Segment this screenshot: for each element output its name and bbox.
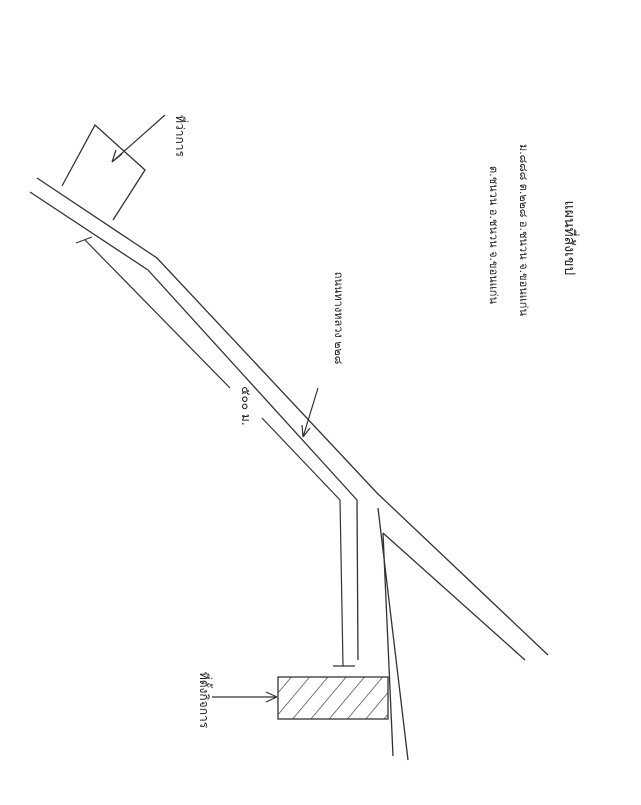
main-road-edge-upper: [36, 177, 549, 656]
main-road-edge-lower: [29, 191, 358, 501]
distance-label: ๕๐๐ ม.: [239, 386, 253, 425]
map-title: แผนที่สังเขป: [561, 201, 579, 276]
distance-line-upper: [84, 239, 231, 389]
landmark-building-top: [61, 123, 146, 221]
main-road-edge-right-branch: [382, 532, 526, 661]
landmark-top-arrow: [111, 114, 166, 163]
branch-road-edge-inner: [382, 532, 394, 757]
branch-road-edge-left: [356, 499, 359, 661]
distance-line-start-tick: [75, 236, 93, 244]
property-arrow: [212, 691, 278, 703]
landmark-top-label: ที่ว่าการ: [173, 115, 189, 157]
distance-line-lower: [261, 417, 344, 667]
road-label: ถนนทางหลวง ๒๒๘: [332, 272, 345, 365]
property-parcel: [277, 676, 389, 720]
road-label-arrow: [301, 387, 319, 438]
address-line-2: ต.ชนวน อ.ชนวน จ.ขอนแก่น: [487, 166, 500, 304]
branch-road-edge-right: [377, 507, 409, 761]
address-line-1: ม.๘๘๘ ต.๒๒๘ อ.ชนวน จ.ขอนแก่น: [517, 144, 530, 316]
property-label: ที่ตั้งกิจการ: [197, 672, 213, 729]
